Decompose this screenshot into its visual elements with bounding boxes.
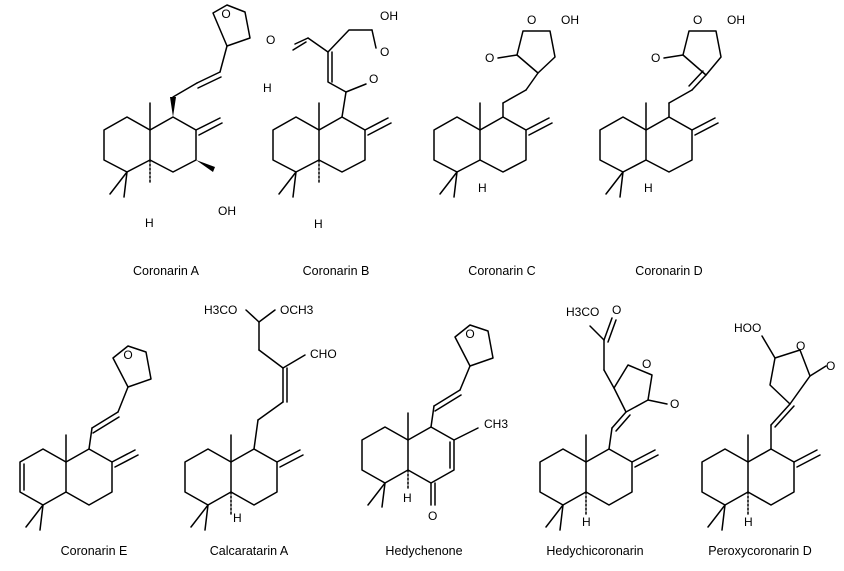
atom-label: O xyxy=(485,51,494,65)
atom-label: O xyxy=(693,13,702,27)
atom-label: H xyxy=(403,491,412,505)
atom-label: H3CO xyxy=(566,305,599,319)
structure-hedychenone: O CH3 H O xyxy=(361,324,508,523)
atom-label: O xyxy=(428,509,437,523)
atom-label: O xyxy=(826,359,835,373)
structure-coronarin-b: OH O O H O H xyxy=(263,9,398,231)
compound-name-coronarin-c: Coronarin C xyxy=(468,264,535,278)
atom-label: H xyxy=(478,181,487,195)
atom-label: O xyxy=(527,13,536,27)
structure-coronarin-a: O OH H xyxy=(103,4,251,230)
atom-label: H xyxy=(263,81,272,95)
atom-label: O xyxy=(642,357,651,371)
atom-label: H xyxy=(582,515,591,529)
compound-name-hedychicoronarin: Hedychicoronarin xyxy=(546,544,643,558)
atom-label: OH xyxy=(561,13,579,27)
atom-label: O xyxy=(369,72,378,86)
compound-name-coronarin-d: Coronarin D xyxy=(635,264,702,278)
compound-name-coronarin-b: Coronarin B xyxy=(303,264,370,278)
atom-label: O xyxy=(612,303,621,317)
structure-peroxycoronarin-d: HOO O O H xyxy=(701,321,835,531)
atom-label: O xyxy=(796,339,805,353)
structure-hedychicoronarin: H3CO O O O H xyxy=(539,303,679,531)
atom-label: H xyxy=(145,216,154,230)
compound-name-hedychenone: Hedychenone xyxy=(385,544,462,558)
compound-name-coronarin-e: Coronarin E xyxy=(61,544,128,558)
atom-label: H3CO xyxy=(204,303,237,317)
atom-label: CHO xyxy=(310,347,337,361)
structure-coronarin-d: O OH O H xyxy=(599,13,745,198)
compound-name-peroxycoronarin-d: Peroxycoronarin D xyxy=(708,544,812,558)
atom-label: O xyxy=(123,348,132,362)
atom-label: H xyxy=(644,181,653,195)
atom-label: O xyxy=(380,45,389,59)
compound-name-calcaratarin-a: Calcaratarin A xyxy=(210,544,289,558)
structure-coronarin-c: O OH O H xyxy=(433,13,579,198)
atom-label: HOO xyxy=(734,321,761,335)
atom-label: OCH3 xyxy=(280,303,314,317)
atom-label: OH xyxy=(380,9,398,23)
compound-name-coronarin-a: Coronarin A xyxy=(133,264,200,278)
atom-label: O xyxy=(465,327,474,341)
structure-calcaratarin-a: H3CO OCH3 CHO H xyxy=(184,303,337,531)
atom-label: H xyxy=(233,511,242,525)
atom-label: OH xyxy=(727,13,745,27)
atom-label: O xyxy=(651,51,660,65)
atom-label: H xyxy=(314,217,323,231)
atom-label: O xyxy=(670,397,679,411)
atom-label: H xyxy=(744,515,753,529)
atom-label: O xyxy=(266,33,275,47)
atom-label: OH xyxy=(218,204,236,218)
atom-label: O xyxy=(221,7,230,21)
structure-coronarin-e: O xyxy=(19,345,152,531)
atom-label: CH3 xyxy=(484,417,508,431)
